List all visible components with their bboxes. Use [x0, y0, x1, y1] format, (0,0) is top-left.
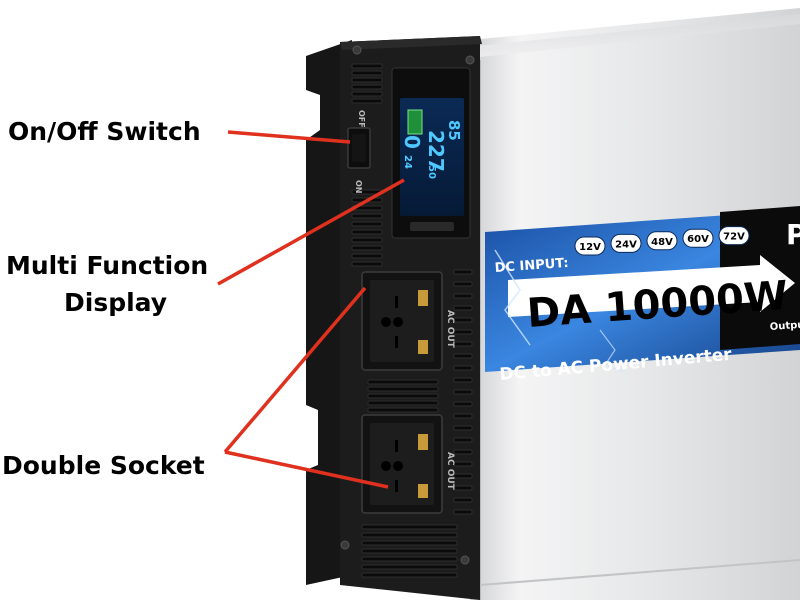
vent-slot — [453, 293, 473, 299]
vent-slot — [367, 393, 439, 399]
screen-reading-5: 24 — [402, 155, 413, 169]
right-edge-fragment: P — [786, 218, 800, 251]
vent-slot — [351, 84, 383, 90]
vent-slot — [367, 407, 439, 413]
vent-slot — [361, 532, 458, 538]
vent-slot — [351, 221, 383, 227]
vent-slot — [367, 386, 439, 392]
vent-slot — [453, 389, 473, 395]
dc-input-label: DC INPUT: — [494, 256, 569, 276]
vent-slot — [453, 413, 473, 419]
multi-function-display: 85 227 50 0 24 — [391, 67, 471, 239]
voltage-pill-label: 12V — [579, 242, 601, 253]
voltage-pill: 24V — [610, 233, 642, 253]
vent-slot — [453, 281, 473, 287]
voltage-pill: 12V — [574, 236, 606, 256]
voltage-pill: 48V — [646, 231, 678, 251]
vent-slot — [453, 449, 473, 455]
switch-on-label: ON — [354, 180, 363, 194]
vent-slot — [453, 485, 473, 491]
vent-slot — [351, 253, 383, 259]
vent-slot — [367, 400, 439, 406]
vent-slot — [453, 425, 473, 431]
voltage-pill-label: 24V — [615, 239, 637, 250]
vent-slot — [361, 572, 458, 578]
callout-display-line2: Display — [64, 288, 168, 317]
banner-arrow — [508, 255, 795, 317]
vent-slot — [351, 70, 383, 76]
callout-switch: On/Off Switch — [8, 117, 201, 146]
vent-slot — [453, 341, 473, 347]
vent-slot — [453, 365, 473, 371]
voltage-pill: 72V — [718, 226, 750, 246]
vent-slot — [361, 548, 458, 554]
socket-lower-label: AC OUT — [445, 452, 455, 491]
ac-socket-upper[interactable] — [361, 271, 443, 371]
socket-upper-label: AC OUT — [445, 310, 455, 349]
screen-reading-4: 50 — [426, 165, 437, 179]
leader-line-socket-upper — [223, 286, 367, 454]
vent-slot — [453, 497, 473, 503]
output-fragment: Outpu — [769, 320, 800, 333]
vent-slot — [351, 77, 383, 83]
vent-slot — [453, 437, 473, 443]
vent-slot — [361, 524, 458, 530]
screen-reading-3: 0 — [400, 135, 424, 149]
vent-slot — [453, 401, 473, 407]
voltage-pill: 60V — [682, 228, 714, 248]
switch-off-label: OFF — [357, 110, 366, 128]
vent-slot — [351, 213, 383, 219]
vent-slot — [453, 329, 473, 335]
vent-slot — [351, 229, 383, 235]
screen-reading-2: 227 — [424, 130, 448, 172]
lightning-bolt — [494, 249, 531, 346]
vent-slot — [453, 377, 473, 383]
vent-slot — [453, 305, 473, 311]
leader-line-socket-lower — [224, 450, 389, 489]
voltage-pills: 12V 24V 48V 60V 72V — [574, 226, 750, 256]
vent-slot — [351, 98, 383, 104]
vent-slot — [361, 540, 458, 546]
voltage-pill-label: 60V — [687, 234, 709, 245]
vent-slot — [351, 63, 383, 69]
vent-slot — [351, 245, 383, 251]
callout-display-line1: Multi Function — [6, 251, 209, 280]
vent-slot — [453, 269, 473, 275]
vent-slot — [351, 91, 383, 97]
vent-slot — [453, 509, 473, 515]
vent-slot — [361, 556, 458, 562]
vent-slot — [361, 564, 458, 570]
vent-slot — [453, 473, 473, 479]
vent-slot — [367, 379, 439, 385]
power-switch[interactable]: OFF ON — [347, 110, 371, 194]
vent-slot — [453, 353, 473, 359]
leader-line-display — [217, 178, 405, 286]
vent-slot — [351, 261, 383, 267]
voltage-pill-label: 48V — [651, 237, 673, 248]
leader-lines — [217, 130, 405, 489]
ac-socket-lower[interactable] — [361, 414, 443, 514]
callout-socket: Double Socket — [2, 451, 205, 480]
vent-slot — [453, 317, 473, 323]
screen-reading-1: 85 — [445, 120, 463, 141]
vent-slot — [351, 237, 383, 243]
leader-line-switch — [227, 130, 351, 144]
vent-slot — [453, 461, 473, 467]
voltage-pill-label: 72V — [723, 232, 745, 243]
